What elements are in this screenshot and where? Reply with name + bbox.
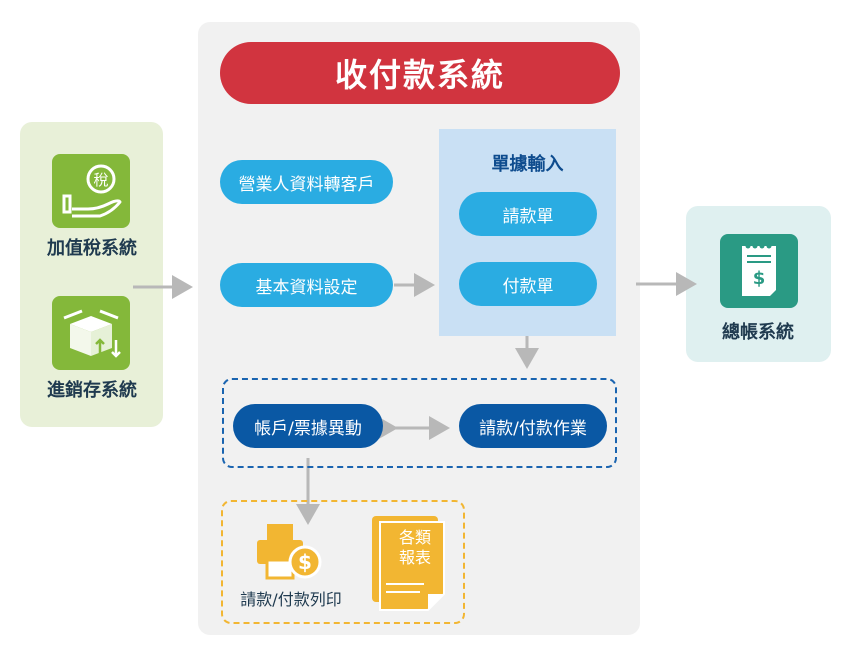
inventory-system-icon [52,296,130,370]
reports-label: 各類 報表 [388,528,442,568]
account-change-pill[interactable]: 帳戶/票據異動 [233,404,383,448]
operations-group [222,378,617,468]
ledger-system-label: 總帳系統 [722,322,794,343]
svg-text:$: $ [753,268,766,289]
tax-system-icon: 稅 [52,154,130,228]
svg-text:$: $ [298,550,312,574]
payment-slip-pill[interactable]: 付款單 [459,262,597,306]
payment-operations-pill[interactable]: 請款/付款作業 [459,404,607,448]
sales-to-customer-pill[interactable]: 營業人資料轉客戶 [220,160,393,204]
request-slip-pill[interactable]: 請款單 [459,192,597,236]
reports-doc-icon [370,514,450,612]
inventory-system-label: 進銷存系統 [47,380,137,401]
printer-dollar-icon: $ [253,520,325,582]
svg-text:稅: 稅 [93,171,108,189]
document-input-title: 單據輸入 [491,154,564,175]
page-title: 收付款系統 [220,42,620,104]
reports-label-line1: 各類 [398,528,431,547]
output-group [221,500,465,624]
basic-settings-pill[interactable]: 基本資料設定 [220,263,393,307]
print-label: 請款/付款列印 [240,590,342,609]
reports-label-line2: 報表 [398,548,431,567]
ledger-system-icon: $ [720,234,798,308]
tax-system-label: 加值稅系統 [47,238,137,259]
